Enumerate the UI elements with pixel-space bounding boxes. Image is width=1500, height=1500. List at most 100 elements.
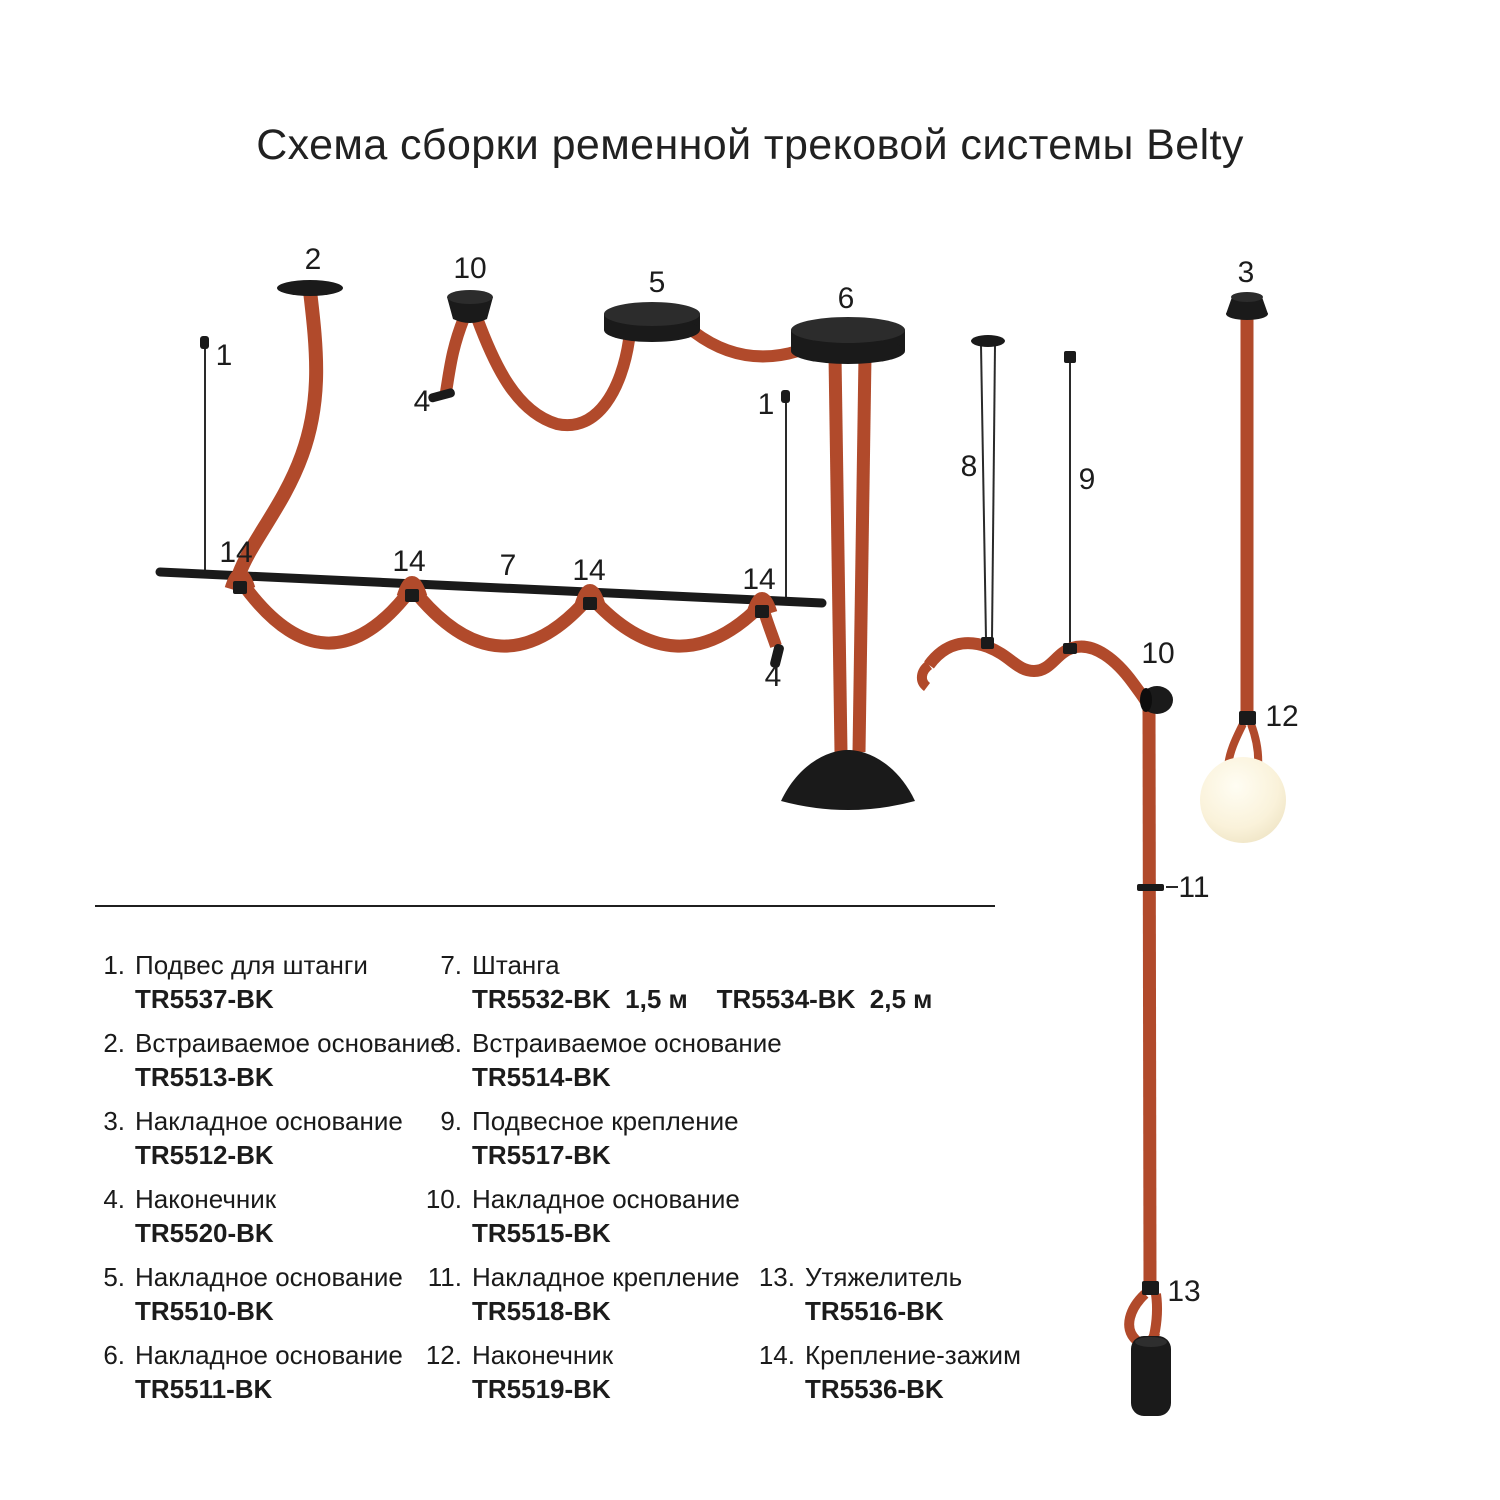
ceiling-plate <box>277 280 343 296</box>
diagram-label-1a: 1 <box>216 339 233 372</box>
legend-item-name: Наконечник <box>472 1340 614 1370</box>
wire-clamp-8 <box>981 637 994 649</box>
legend-item-12: 12.Наконечник TR5519-BK <box>420 1339 755 1405</box>
belt-wrap-2 <box>396 576 428 600</box>
legend-item-name: Наконечник <box>135 1184 277 1214</box>
base-top <box>791 317 905 343</box>
belt-part5-to-part6 <box>690 327 800 363</box>
legend-item-code: TR5536-BK <box>805 1374 944 1404</box>
legend-item-name: Крепление-зажим <box>805 1340 1021 1370</box>
weight-cylinder <box>1131 1336 1171 1416</box>
globe-lamp <box>1200 757 1286 843</box>
legend-item-name: Штанга <box>472 950 560 980</box>
legend-item-name: Подвесное крепление <box>472 1106 739 1136</box>
legend-item-7: 7. Штанга TR5532-BK 1,5 м TR5534-BK 2,5 м <box>420 949 933 1015</box>
wire-left <box>980 344 987 640</box>
legend-item-number: 4. <box>103 1184 125 1214</box>
legend-item-code: TR5516-BK <box>805 1296 944 1326</box>
legend-item-13: 13.Утяжелитель TR5516-BK <box>755 1261 995 1327</box>
diagram-label-14b: 14 <box>392 545 425 578</box>
vertical-belt <box>1142 704 1157 1288</box>
legend-item-code: TR5518-BK <box>472 1296 611 1326</box>
base-bottom <box>791 338 905 364</box>
belt-wrap-1 <box>224 568 256 592</box>
legend-item-5: 5.Накладное основание TR5510-BK <box>95 1261 420 1327</box>
diagram-label-7: 7 <box>500 549 517 582</box>
legend-item-number: 3. <box>103 1106 125 1136</box>
part8-recessed-base-assembly <box>971 335 1005 640</box>
legend-item-code: TR5519-BK <box>472 1374 611 1404</box>
wire-right <box>991 344 996 640</box>
legend-item-name: Встраиваемое основание <box>472 1028 782 1058</box>
legend-item-code: TR5520-BK <box>135 1218 274 1248</box>
legend-item-4: 4. Наконечник TR5520-BK <box>95 1183 420 1249</box>
diagram-label-4b: 4 <box>765 660 782 693</box>
hanging-loop-1 <box>234 576 418 650</box>
cap-bottom <box>1226 308 1268 320</box>
diagram-label-2: 2 <box>305 243 322 276</box>
part10b-surface-base-assembly <box>1137 686 1178 1288</box>
legend-item-name: Накладное основание <box>135 1262 403 1292</box>
legend-item-code: TR5514-BK <box>472 1062 611 1092</box>
legend-item-code: TR5537-BK <box>135 984 274 1014</box>
suspension-anchor-right <box>781 390 790 403</box>
diagram-label-13: 13 <box>1167 1275 1200 1308</box>
legend-item-number: 14. <box>758 1340 795 1370</box>
wire-clamp-9 <box>1063 643 1077 654</box>
clamp-1 <box>233 581 247 594</box>
legend-item-number: 2. <box>103 1028 125 1058</box>
legend-item-code: TR5513-BK <box>135 1062 274 1092</box>
legend-item-code: TR5512-BK <box>135 1140 274 1170</box>
cone-shade <box>781 750 915 810</box>
surface-base-cup-top <box>447 290 493 304</box>
diagram-label-11: 11 <box>1178 871 1209 904</box>
legend-item-name: Накладное основание <box>135 1106 403 1136</box>
legend-item-number: 8. <box>440 1028 462 1058</box>
legend-item-14: 14. Крепление-зажим TR5536-BK <box>755 1339 1021 1405</box>
legend-item-name: Накладное крепление <box>472 1262 740 1292</box>
clamp-4 <box>755 605 769 618</box>
legend-item-number: 10. <box>425 1184 462 1214</box>
legend-item-1: 1.Подвес для штанги TR5537-BK <box>95 949 420 1015</box>
legend-item-9: 9. Подвесное крепление TR5517-BK <box>420 1105 755 1171</box>
belt-wrap-4 <box>746 592 778 616</box>
part7-bar-assembly <box>155 336 827 669</box>
parts-legend: 1.Подвес для штанги TR5537-BK 2. Встраива… <box>95 905 1021 1417</box>
legend-item-code: TR5517-BK <box>472 1140 611 1170</box>
legend-item-number: 7. <box>440 950 462 980</box>
legend-item-name: Встраиваемое основание <box>135 1028 445 1058</box>
diagram-label-10b: 10 <box>1141 637 1174 670</box>
tip-endcap-right <box>770 643 784 669</box>
tip-endcap <box>428 388 455 403</box>
diagram-label-4a: 4 <box>414 385 431 418</box>
pendant-anchor <box>1064 351 1076 363</box>
diagram-label-3: 3 <box>1238 256 1255 289</box>
legend-item-number: 6. <box>103 1340 125 1370</box>
part5-surface-base <box>604 302 800 363</box>
legend-item-name: Утяжелитель <box>805 1262 963 1292</box>
legend-grid: 1.Подвес для штанги TR5537-BK 2. Встраива… <box>95 949 1021 1417</box>
legend-item-11: 11.Накладное крепление TR5518-BK <box>420 1261 755 1327</box>
legend-divider <box>95 905 995 907</box>
weight-top-face <box>1135 1337 1167 1347</box>
legend-item-3: 3. Накладное основание TR5512-BK <box>95 1105 420 1171</box>
clamp-2 <box>405 589 419 602</box>
diagram-label-12: 12 <box>1265 700 1298 733</box>
diagram-label-6: 6 <box>838 282 855 315</box>
surface-base-cup <box>447 297 493 323</box>
legend-item-2: 2. Встраиваемое основание TR5513-BK <box>95 1027 444 1093</box>
legend-item-code: TR5532-BK 1,5 м TR5534-BK 2,5 м <box>472 984 933 1014</box>
legend-item-number: 5. <box>103 1262 125 1292</box>
legend-item-code: TR5515-BK <box>472 1218 611 1248</box>
diagram-label-9: 9 <box>1079 463 1096 496</box>
belt-u-to-part5 <box>471 315 635 432</box>
part13-weight-assembly <box>1124 1281 1171 1416</box>
recessed-plate <box>971 335 1005 347</box>
belt-wave-run <box>917 637 1155 710</box>
part10a-surface-base-assembly <box>428 290 635 432</box>
legend-item-8: 8. Встраиваемое основание TR5514-BK <box>420 1027 781 1093</box>
legend-item-number: 9. <box>440 1106 462 1136</box>
suspension-anchor-left <box>200 336 209 349</box>
surface-base-cup-opening <box>1140 688 1152 712</box>
